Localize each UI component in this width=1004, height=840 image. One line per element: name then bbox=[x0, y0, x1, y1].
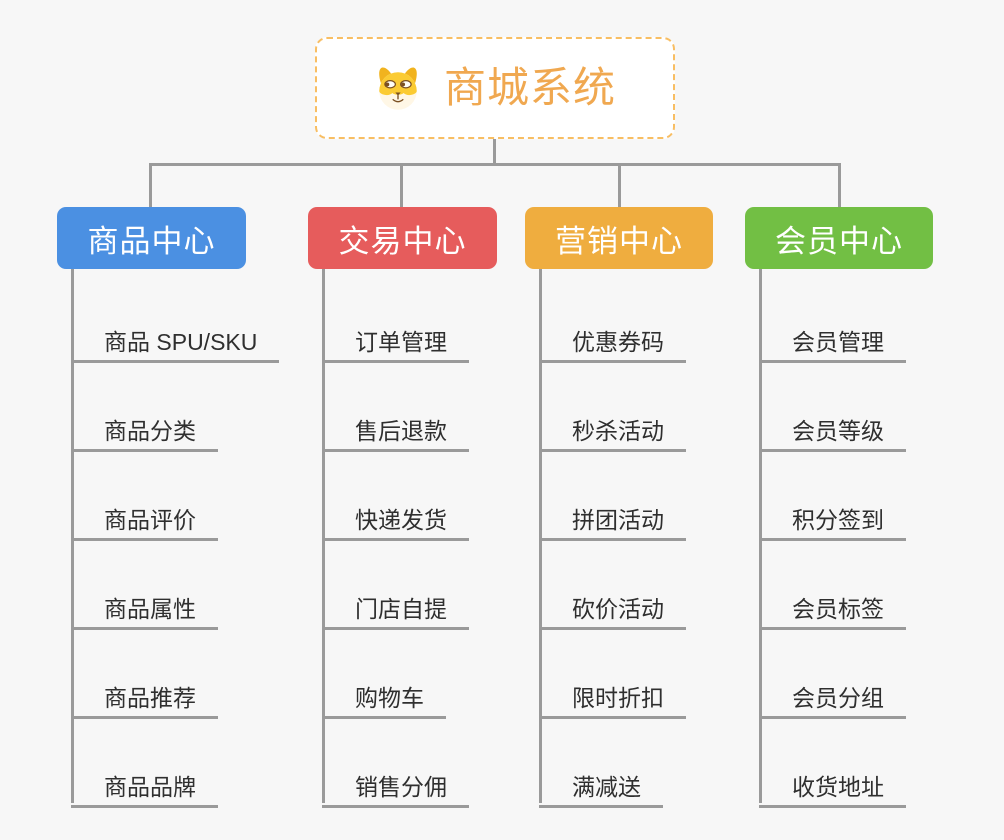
tree-item[interactable]: 拼团活动 bbox=[539, 492, 686, 541]
branch-trunk-line bbox=[759, 269, 762, 803]
tree-item[interactable]: 销售分佣 bbox=[322, 759, 469, 808]
tree-item[interactable]: 收货地址 bbox=[759, 759, 906, 808]
branch-label: 营销中心 bbox=[555, 223, 683, 259]
tree-item[interactable]: 订单管理 bbox=[322, 314, 469, 363]
tree-item[interactable]: 售后退款 bbox=[322, 403, 469, 452]
tree-item[interactable]: 门店自提 bbox=[322, 581, 469, 630]
tree-item[interactable]: 会员管理 bbox=[759, 314, 906, 363]
dog-face-icon bbox=[374, 64, 422, 112]
tree-item[interactable]: 优惠券码 bbox=[539, 314, 686, 363]
branch-trunk-line bbox=[539, 269, 542, 803]
tree-item[interactable]: 商品评价 bbox=[71, 492, 218, 541]
tree-item[interactable]: 秒杀活动 bbox=[539, 403, 686, 452]
branch-label: 会员中心 bbox=[775, 223, 903, 259]
branch-node-product-center[interactable]: 商品中心 bbox=[57, 207, 246, 269]
branch-trunk-line bbox=[71, 269, 74, 803]
tree-item[interactable]: 快递发货 bbox=[322, 492, 469, 541]
tree-item[interactable]: 商品 SPU/SKU bbox=[71, 314, 280, 363]
tree-item[interactable]: 会员等级 bbox=[759, 403, 906, 452]
connector-drop bbox=[618, 163, 621, 207]
connector-stem bbox=[493, 139, 496, 166]
tree-item[interactable]: 限时折扣 bbox=[539, 670, 686, 719]
connector-drop bbox=[838, 163, 841, 207]
tree-item[interactable]: 会员分组 bbox=[759, 670, 906, 719]
tree-item[interactable]: 商品推荐 bbox=[71, 670, 218, 719]
tree-item[interactable]: 购物车 bbox=[322, 670, 446, 719]
branch-trunk-line bbox=[322, 269, 325, 803]
connector-drop bbox=[149, 163, 152, 207]
connector-rail bbox=[150, 163, 841, 166]
branch-label: 商品中心 bbox=[87, 223, 216, 259]
tree-item[interactable]: 商品品牌 bbox=[71, 759, 218, 808]
root-title: 商城系统 bbox=[443, 64, 616, 111]
tree-item[interactable]: 积分签到 bbox=[759, 492, 906, 541]
tree-item[interactable]: 满减送 bbox=[539, 759, 663, 808]
root-node[interactable]: 商城系统 bbox=[315, 37, 675, 139]
branch-node-trade-center[interactable]: 交易中心 bbox=[308, 207, 497, 269]
tree-item[interactable]: 砍价活动 bbox=[539, 581, 686, 630]
tree-item[interactable]: 商品分类 bbox=[71, 403, 218, 452]
branch-label: 交易中心 bbox=[338, 223, 467, 259]
tree-item[interactable]: 商品属性 bbox=[71, 581, 218, 630]
connector-drop bbox=[400, 163, 403, 207]
tree-item[interactable]: 会员标签 bbox=[759, 581, 906, 630]
branch-node-marketing-center[interactable]: 营销中心 bbox=[525, 207, 713, 269]
branch-node-member-center[interactable]: 会员中心 bbox=[745, 207, 933, 269]
